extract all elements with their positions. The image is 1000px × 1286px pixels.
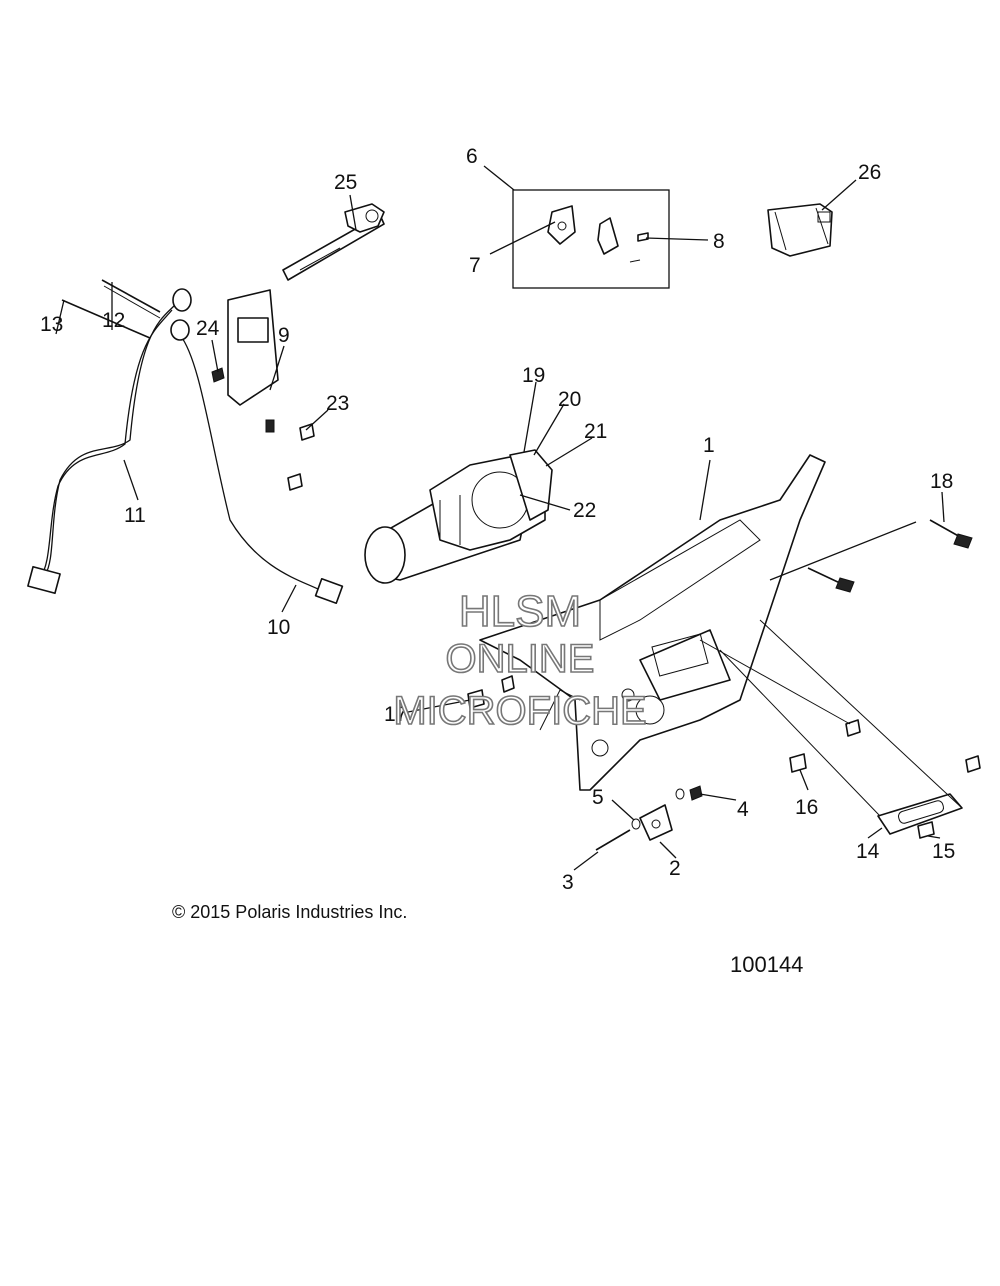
part-4-nut	[689, 785, 703, 801]
callout-19: 19	[522, 364, 545, 387]
callout-8: 8	[713, 230, 725, 253]
part-9-contactor	[227, 289, 279, 433]
watermark: HLSM ONLINE MICROFICHE	[393, 586, 648, 734]
callout-6: 6	[466, 145, 478, 168]
part-17-screw	[467, 675, 515, 709]
callout-25: 25	[334, 171, 357, 194]
callout-12: 12	[102, 309, 125, 332]
callout-10: 10	[267, 616, 290, 639]
callout-15: 15	[932, 840, 955, 863]
callout-22: 22	[573, 499, 596, 522]
callout-3: 3	[562, 871, 574, 894]
callout-14: 14	[856, 840, 880, 863]
leader-lines	[55, 165, 963, 871]
callout-numbers: 1 2 3 4 5 6 7 8 9 10 11 12 13 14 15 16 1…	[40, 145, 955, 894]
part-3-bolt	[595, 829, 631, 851]
part-winch	[364, 449, 553, 584]
callout-18: 18	[930, 470, 953, 493]
part-26-cover	[767, 203, 833, 257]
part-18-bolt-b	[807, 567, 855, 593]
part-25-strap	[282, 203, 385, 281]
callout-4: 4	[737, 798, 749, 821]
watermark-line3: MICROFICHE	[393, 689, 646, 733]
part-18-bolt	[929, 519, 973, 549]
callout-21: 21	[584, 420, 607, 443]
part-10-cable	[170, 319, 344, 605]
callout-7: 7	[469, 254, 481, 277]
part-15-bolt	[917, 755, 981, 839]
callout-24: 24	[196, 317, 220, 340]
callout-9: 9	[278, 324, 290, 347]
callout-26: 26	[858, 161, 881, 184]
part-16-bolt	[789, 719, 861, 773]
part-2-bracket	[639, 804, 673, 841]
callout-20: 20	[558, 388, 581, 411]
callout-1: 1	[703, 434, 715, 457]
callout-2: 2	[669, 857, 681, 880]
part-14-plate	[877, 793, 963, 835]
callout-11: 11	[124, 504, 146, 527]
part-5-washer	[631, 788, 685, 830]
callout-17: 17	[384, 703, 407, 726]
part-23-screw	[287, 423, 315, 491]
watermark-line2: ONLINE	[446, 637, 595, 681]
callout-13: 13	[40, 313, 63, 336]
diagram-number: 100144	[730, 952, 804, 977]
part-6-hardware-kit-box	[512, 189, 670, 289]
part-11-cable	[27, 288, 192, 595]
part-13-rod	[61, 299, 151, 339]
part-1-bumper-frame	[479, 454, 826, 791]
callout-16: 16	[795, 796, 818, 819]
callout-23: 23	[326, 392, 349, 415]
callout-5: 5	[592, 786, 604, 809]
watermark-line1: HLSM	[459, 587, 581, 636]
part-24-nut	[211, 367, 225, 383]
copyright-text: © 2015 Polaris Industries Inc.	[172, 902, 408, 922]
